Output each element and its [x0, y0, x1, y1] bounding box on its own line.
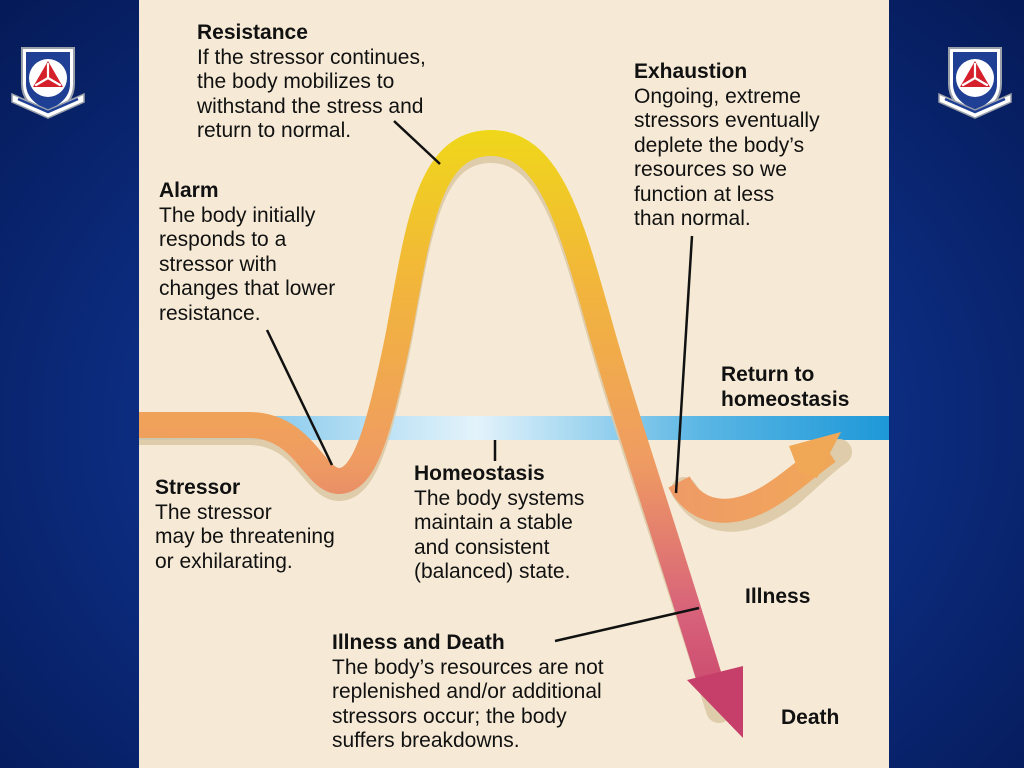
return-to-homeostasis-label: Return to homeostasis [721, 363, 850, 411]
civil-air-patrol-logo-left [11, 47, 85, 119]
homeostasis-label: Homeostasis The body systems maintain a … [414, 462, 584, 585]
alarm-leader [265, 329, 334, 466]
stress-curve [139, 130, 726, 694]
return-arrowhead [789, 432, 841, 478]
diagram-panel: Resistance If the stressor continues, th… [139, 0, 889, 768]
death-label: Death [781, 706, 840, 729]
resistance-description: If the stressor continues, the body mobi… [197, 45, 426, 143]
death-arrowhead [687, 666, 743, 738]
stressor-description: The stressor may be threatening or exhil… [155, 500, 335, 573]
illness-label: Illness [745, 585, 811, 608]
homeostasis-title: Homeostasis [414, 462, 545, 485]
resistance-leader [393, 120, 441, 165]
civil-air-patrol-logo-right [938, 47, 1012, 119]
alarm-description: The body initially responds to a stresso… [159, 203, 336, 325]
illness-death-label: Illness and Death The body’s resources a… [332, 631, 604, 754]
homeostasis-description: The body systems maintain a stable and c… [414, 486, 585, 584]
resistance-label: Resistance If the stressor continues, th… [197, 21, 426, 144]
stressor-title: Stressor [155, 476, 241, 499]
illness-death-title: Illness and Death [332, 631, 505, 654]
illness-death-leader [554, 606, 700, 643]
illness-death-description: The body’s resources are not replenished… [332, 655, 604, 753]
exhaustion-title: Exhaustion [634, 60, 748, 83]
leader-lines [265, 120, 700, 643]
alarm-title: Alarm [159, 179, 219, 202]
alarm-label: Alarm The body initially responds to a s… [159, 179, 335, 326]
resistance-title: Resistance [197, 21, 308, 44]
stressor-label: Stressor The stressor may be threatening… [155, 476, 335, 574]
exhaustion-description: Ongoing, extreme stressors eventually de… [634, 84, 820, 231]
exhaustion-label: Exhaustion Ongoing, extreme stressors ev… [634, 60, 820, 232]
exhaustion-leader [674, 235, 694, 494]
stress-response-diagram [139, 120, 889, 738]
